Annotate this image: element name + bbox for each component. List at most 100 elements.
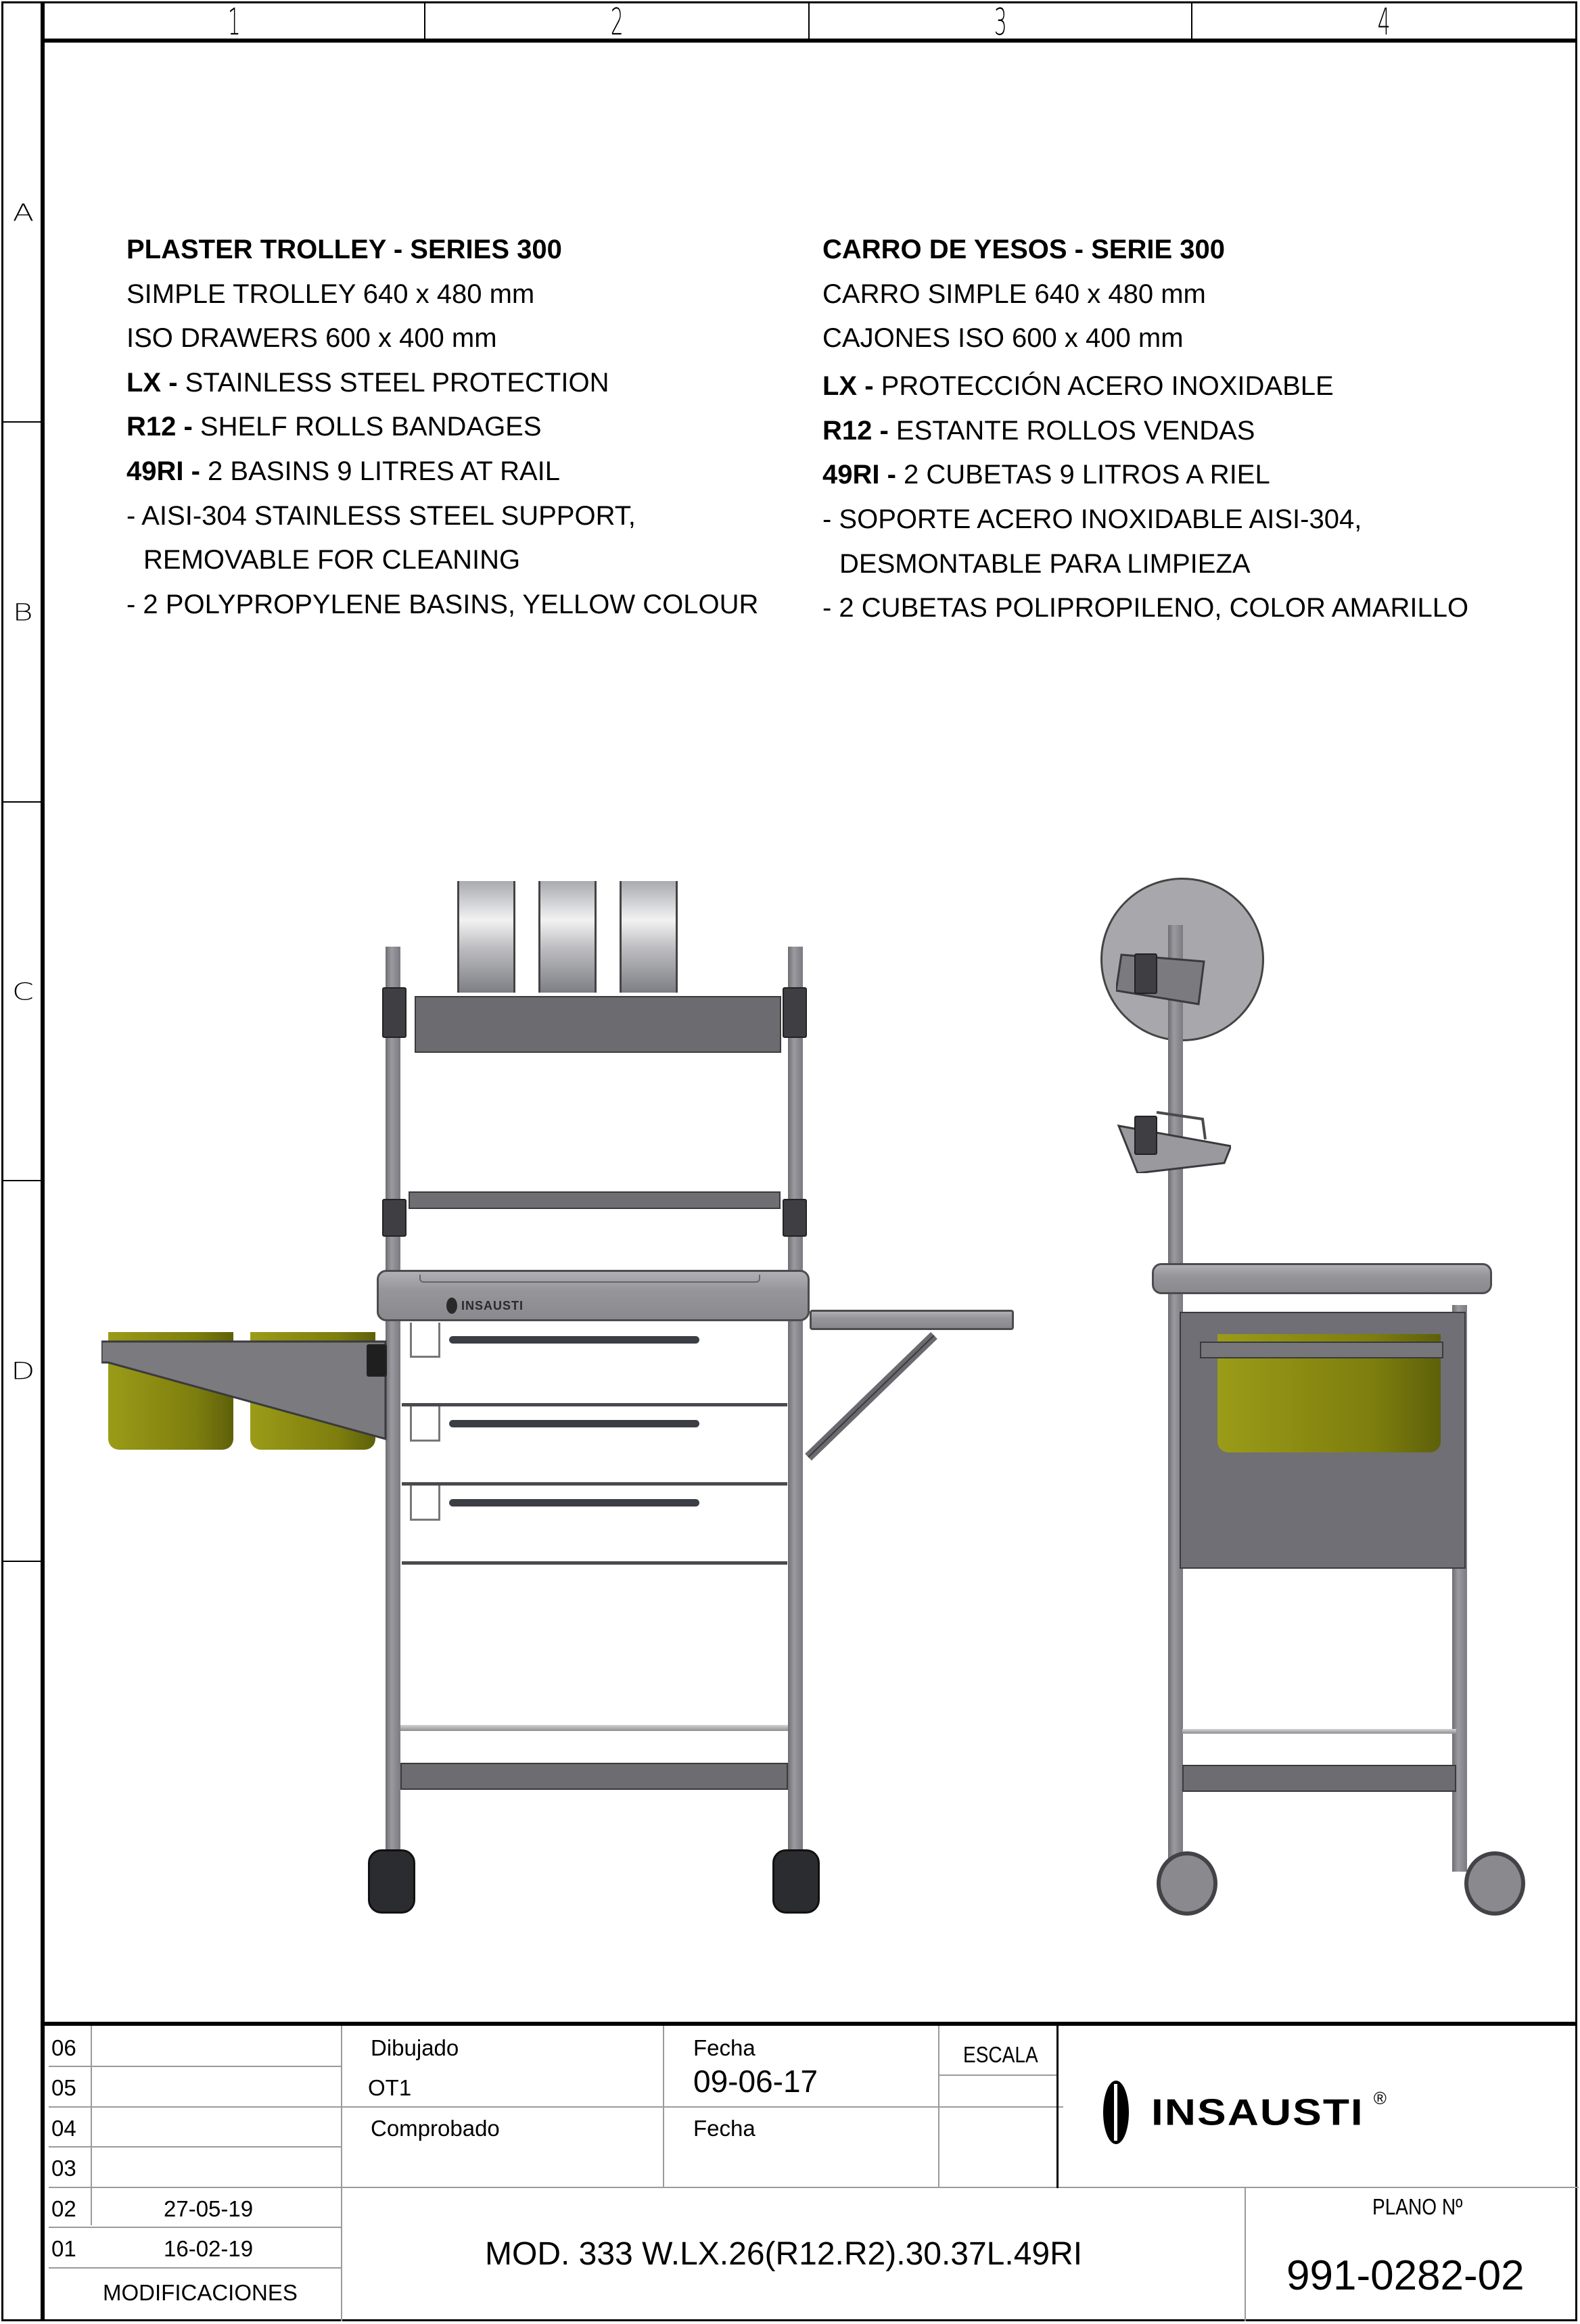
- drawer-handle: [449, 1420, 699, 1427]
- spec-line: REMOVABLE FOR CLEANING: [126, 538, 758, 583]
- spec-text: CAJONES ISO 600 x 400 mm: [822, 323, 1184, 354]
- mod-number: 06: [51, 2035, 76, 2060]
- mod-number: 05: [51, 2075, 76, 2100]
- spec-line: ISO DRAWERS 600 x 400 mm: [126, 316, 758, 361]
- middle-shelf: [409, 1191, 781, 1209]
- row-zone-D: D: [3, 1181, 43, 1562]
- drawer-handle: [449, 1499, 699, 1507]
- drawer: [402, 1406, 787, 1486]
- spec-code: 49RI -: [822, 460, 896, 490]
- spec-text: SIMPLE TROLLEY 640 x 480 mm: [126, 279, 535, 309]
- scale-label: ESCALA: [963, 2042, 1038, 2067]
- worktop-rail: [419, 1275, 760, 1283]
- spec-line: - SOPORTE ACERO INOXIDABLE AISI-304,: [822, 498, 1468, 542]
- divider: [938, 2026, 939, 2188]
- rail-clamp: [367, 1344, 387, 1377]
- spec-text: DESMONTABLE PARA LIMPIEZA: [839, 548, 1251, 579]
- mod-date: 16-02-19: [164, 2236, 254, 2261]
- divider: [1245, 2187, 1246, 2321]
- spec-text: SHELF ROLLS BANDAGES: [192, 412, 542, 442]
- front-right-pole: [788, 947, 803, 1870]
- divider: [91, 2026, 92, 2225]
- pole-clamp: [783, 987, 807, 1038]
- spec-line: CAJONES ISO 600 x 400 mm: [822, 316, 1468, 364]
- roll-shelf: [415, 996, 781, 1053]
- column-zone-1: 1: [45, 0, 425, 43]
- spec-text: REMOVABLE FOR CLEANING: [143, 545, 521, 575]
- drawer-label-holder: [410, 1323, 440, 1358]
- worktop: INSAUSTI: [377, 1270, 810, 1321]
- side-view: [1100, 878, 1525, 1916]
- brand-logo-icon: [446, 1298, 457, 1314]
- spec-text: - AISI-304 STAINLESS STEEL SUPPORT,: [126, 500, 636, 531]
- mod-date: 27-05-19: [164, 2196, 254, 2221]
- divider: [341, 2026, 342, 2321]
- spec-text: 2 BASINS 9 LITRES AT RAIL: [200, 456, 561, 486]
- front-view: INSAUSTI: [101, 881, 1014, 1914]
- spec-title: PLASTER TROLLEY - SERIES 300: [126, 228, 758, 272]
- spec-line: - 2 CUBETAS POLIPROPILENO, COLOR AMARILL…: [822, 586, 1468, 631]
- column-zone-2: 2: [425, 1, 810, 43]
- caster-wheel-side: [1464, 1851, 1525, 1916]
- spec-text: - 2 POLYPROPYLENE BASINS, YELLOW COLOUR: [126, 589, 759, 619]
- divider: [49, 2106, 1063, 2108]
- pole-clamp: [382, 987, 406, 1038]
- side-worktop: [1152, 1263, 1492, 1294]
- brand-text: INSAUSTI: [461, 1298, 524, 1312]
- roll-holder-bracket: [1116, 953, 1205, 1005]
- drawer-handle: [449, 1336, 699, 1344]
- spec-line: DESMONTABLE PARA LIMPIEZA: [822, 542, 1468, 587]
- caster-wheel: [772, 1849, 820, 1914]
- spec-text: PROTECCIÓN ACERO INOXIDABLE: [873, 371, 1334, 402]
- checked-date-label: Fecha: [693, 2116, 756, 2141]
- side-bottom-shelf: [1182, 1765, 1456, 1792]
- company-name: INSAUSTI: [1151, 2091, 1364, 2133]
- zone-label: D: [11, 1357, 35, 1385]
- divider: [938, 2074, 1056, 2076]
- divider: [49, 2267, 341, 2269]
- drawn-value: OT1: [368, 2075, 412, 2100]
- plan-number: 991-0282-02: [1286, 2252, 1525, 2299]
- spec-text: CARRO SIMPLE 640 x 480 mm: [822, 279, 1206, 309]
- drawer-label-holder: [410, 1406, 440, 1442]
- spec-title-text: CARRO DE YESOS - SERIE 300: [822, 235, 1225, 264]
- mod-number: 04: [51, 2116, 76, 2141]
- pole-clamp: [1134, 1116, 1157, 1155]
- caster-wheel: [368, 1849, 415, 1914]
- zone-label: 3: [994, 0, 1007, 43]
- drawn-date-label: Fecha: [693, 2035, 756, 2060]
- company-logo: INSAUSTI ®: [1102, 2080, 1387, 2145]
- divider: [49, 2146, 341, 2148]
- mod-number: 01: [51, 2236, 76, 2261]
- title-block: 06 05 04 03 02 01 27-05-19 16-02-19 MODI…: [42, 2022, 1579, 2321]
- spec-line: CARRO SIMPLE 640 x 480 mm: [822, 272, 1468, 317]
- caster-wheel-side: [1157, 1851, 1217, 1916]
- registered-mark: ®: [1373, 2088, 1387, 2108]
- spec-line: R12 - SHELF ROLLS BANDAGES: [126, 405, 758, 450]
- spec-line: SIMPLE TROLLEY 640 x 480 mm: [126, 272, 758, 317]
- spec-title-text: PLASTER TROLLEY - SERIES 300: [126, 235, 562, 264]
- side-flap-table: [810, 1310, 1014, 1330]
- row-zone-B: B: [3, 423, 43, 803]
- spec-text: 2 CUBETAS 9 LITROS A RIEL: [896, 460, 1270, 490]
- drawer: [402, 1486, 787, 1565]
- drawn-date-value: 09-06-17: [693, 2064, 818, 2099]
- basin-support-bracket: [101, 1340, 387, 1440]
- divider: [49, 2227, 341, 2228]
- frame-inner-border: [41, 1, 45, 2321]
- bandage-roll: [620, 881, 678, 993]
- plan-number-label: PLANO Nº: [1372, 2194, 1463, 2219]
- pole-clamp: [783, 1199, 807, 1237]
- spec-code: LX -: [822, 371, 874, 402]
- zone-label: 1: [228, 0, 241, 43]
- column-zone-strip: 1 2 3 4: [45, 0, 1575, 43]
- spec-code: 49RI -: [126, 456, 200, 486]
- bandage-roll: [457, 881, 515, 993]
- row-zone-A: A: [3, 3, 43, 423]
- bandage-roll: [538, 881, 597, 993]
- bottom-rail: [400, 1725, 788, 1731]
- spec-line: - 2 POLYPROPYLENE BASINS, YELLOW COLOUR: [126, 583, 758, 627]
- spec-code: R12 -: [126, 412, 193, 442]
- divider: [1056, 2026, 1059, 2188]
